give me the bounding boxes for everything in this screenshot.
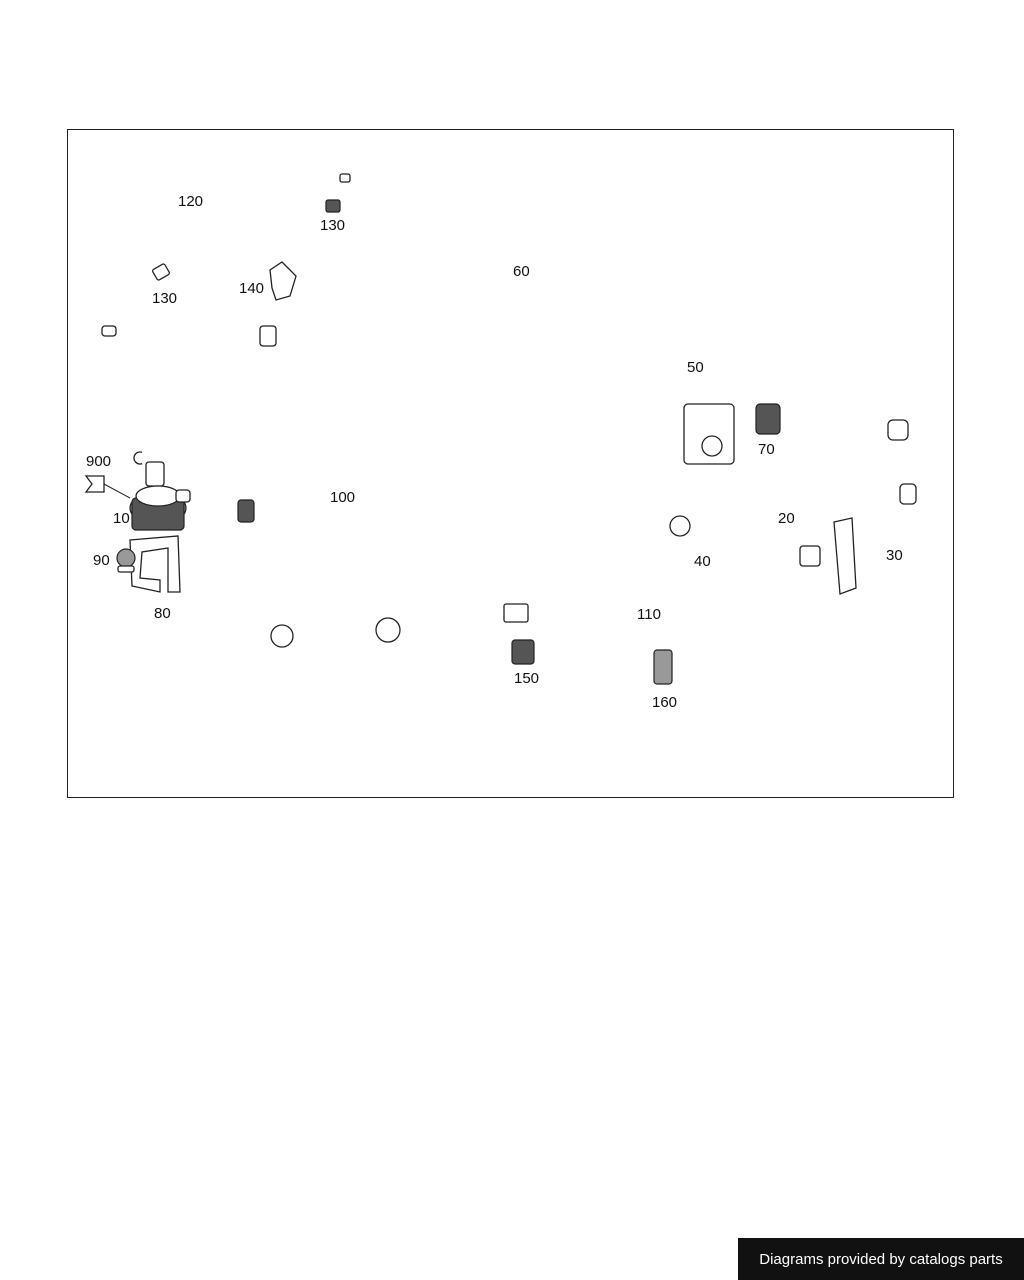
- callout-150: 150: [514, 670, 539, 687]
- part-150-clip[interactable]: [511, 639, 535, 665]
- callout-110: 110: [637, 606, 661, 623]
- part-70-connector[interactable]: [755, 403, 781, 435]
- callout-130-upper: 130: [320, 217, 345, 234]
- callout-30: 30: [886, 547, 903, 564]
- callout-120: 120: [178, 193, 203, 210]
- part-140-clamp[interactable]: [269, 261, 297, 301]
- part-60-coolant-line[interactable]: [162, 237, 909, 441]
- part-10-water-pump[interactable]: [129, 394, 208, 531]
- part-50-hose[interactable]: [683, 360, 904, 472]
- callout-90: 90: [93, 552, 110, 569]
- callout-50: 50: [687, 359, 704, 376]
- callout-130-left: 130: [152, 290, 177, 307]
- part-160-clip-set[interactable]: [653, 649, 673, 685]
- part-100-hose[interactable]: [236, 499, 401, 643]
- callout-40: 40: [694, 553, 711, 570]
- diagram-frame: [67, 129, 954, 798]
- callout-100: 100: [330, 489, 355, 506]
- callout-140: 140: [239, 280, 264, 297]
- part-90-nut[interactable]: [116, 548, 136, 573]
- callout-900: 900: [86, 453, 111, 470]
- part-40-hose[interactable]: [669, 480, 742, 548]
- footer-credit-text: Diagrams provided by catalogs parts: [759, 1250, 1003, 1268]
- part-900-connector[interactable]: [84, 475, 131, 499]
- part-130-clip-left[interactable]: [152, 263, 170, 281]
- part-30-flange-hose[interactable]: [833, 483, 917, 595]
- part-80-bracket[interactable]: [129, 535, 181, 593]
- part-20-elbow-hose[interactable]: [739, 529, 821, 609]
- footer-credit-badge: Diagrams provided by catalogs parts: [738, 1238, 1024, 1280]
- callout-20: 20: [778, 510, 795, 527]
- callout-80: 80: [154, 605, 171, 622]
- callout-10: 10: [113, 510, 130, 527]
- callout-160: 160: [652, 694, 677, 711]
- part-130-clip-upper[interactable]: [325, 199, 341, 213]
- callout-70: 70: [758, 441, 775, 458]
- part-pump-return-hose[interactable]: [200, 410, 294, 648]
- callout-60: 60: [513, 263, 530, 280]
- part-110-line[interactable]: [496, 603, 860, 748]
